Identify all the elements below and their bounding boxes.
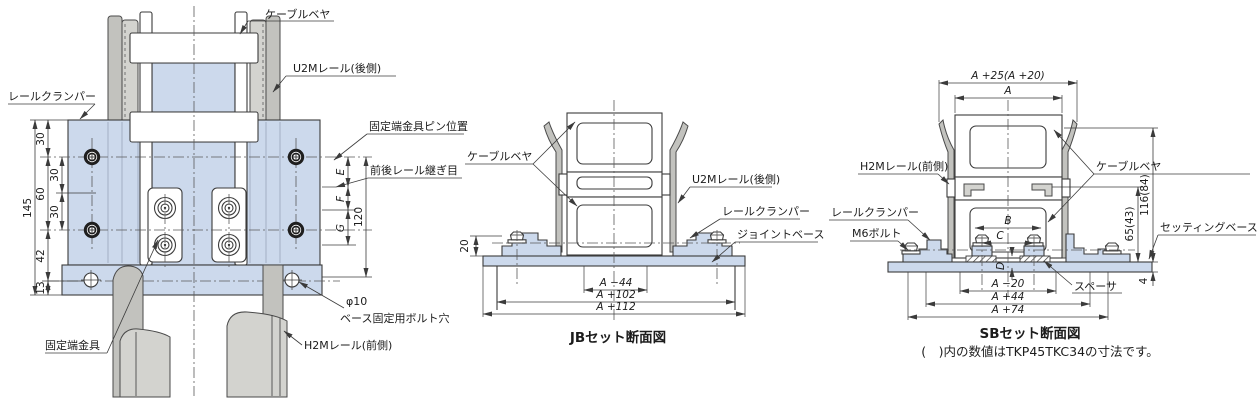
left-dimensions: 145 30 60 42 13 30 30 <box>22 119 96 296</box>
fixed-end-label: 固定端金具 <box>45 338 100 352</box>
dim-a-plus-74: A +74 <box>991 304 1025 316</box>
dim-65-43: 65(43) <box>1124 207 1136 242</box>
right-dimensions: E F G 120 <box>322 156 372 278</box>
sb-h2m-rail-label: H2Mレール(前側) <box>860 159 948 173</box>
rail-joint-label: 前後レール継ぎ目 <box>370 163 458 177</box>
u2m-rail-label: U2Mレール(後側) <box>293 61 381 75</box>
h2m-front-rails <box>112 264 288 398</box>
sb-rail-clampers <box>901 233 1131 263</box>
dim-a-plus-102: A +102 <box>595 289 636 301</box>
hole-dia-label: φ10 <box>346 295 367 308</box>
cable-carrier-label: ケーブルベヤ <box>265 7 330 21</box>
dim-30-sub-a: 30 <box>49 168 61 181</box>
sb-cable-carrier-label: ケーブルベヤ <box>1096 159 1161 173</box>
sb-bottom-dimensions: A −20 A +44 A +74 <box>907 272 1109 320</box>
sb-labels: H2Mレール(前側) ケーブルベヤ レールクランパー M6ボルト スペーサ セッ… <box>829 129 1258 294</box>
jb-section-diagram: 20 A −44 A +102 A +112 ケーブルベヤ U2Mレール(後側)… <box>459 100 824 346</box>
jb-dim-20: 20 <box>459 235 502 257</box>
dim-13: 13 <box>35 281 47 294</box>
sb-h2m-hook-right <box>1031 183 1053 197</box>
pin-position-label: 固定端金具ピン位置 <box>369 119 468 133</box>
sb-inner-dimensions: B C D <box>974 215 1042 280</box>
sb-m6-bolt-label: M6ボルト <box>852 227 902 240</box>
sb-top-dimensions: A +25(A +20) A <box>938 70 1078 122</box>
jb-labels: ケーブルベヤ U2Mレール(後側) レールクランパー ジョイントベース <box>465 121 824 263</box>
base-bolt-hole-label: ベース固定用ボルト穴 <box>340 311 449 325</box>
plan-view-diagram: 145 30 60 42 13 30 30 E F G 120 レールクランパー… <box>8 6 468 398</box>
dim-120: 120 <box>353 207 365 227</box>
dim-a-plus-25: A +25(A +20) <box>970 70 1045 82</box>
sb-setting-base-label: セッティングベース <box>1160 220 1258 234</box>
dim-a-plus-112: A +112 <box>595 301 636 313</box>
sb-note: ( )内の数値はTKP45TKC34の寸法です。 <box>921 344 1159 359</box>
dim-f: F <box>335 195 347 202</box>
h2m-rail-label: H2Mレール(前側) <box>304 338 392 352</box>
jb-u2m-rail-label: U2Mレール(後側) <box>692 172 780 186</box>
jb-cable-carrier-label: ケーブルベヤ <box>467 149 532 163</box>
sb-setting-base-plate <box>887 261 1153 273</box>
dim-a-minus-20: A −20 <box>991 278 1025 290</box>
dim-145: 145 <box>22 198 34 218</box>
sb-h2m-hook-left <box>963 183 985 197</box>
dim-d: D <box>995 262 1007 270</box>
dim-116-84: 116(84) <box>1139 174 1151 216</box>
dim-a-plus-44: A +44 <box>991 291 1025 303</box>
sb-title: SBセット断面図 <box>979 325 1080 342</box>
dim-20: 20 <box>459 239 471 252</box>
dim-e: E <box>335 168 347 175</box>
dim-a: A <box>1003 85 1011 97</box>
plan-view-labels: レールクランパー ケーブルベヤ U2Mレール(後側) 固定端金具ピン位置 前後レ… <box>8 7 468 354</box>
dim-c: C <box>996 230 1004 242</box>
dim-4: 4 <box>1138 277 1150 284</box>
sb-spacer-label: スペーサ <box>1074 280 1117 293</box>
sb-cable-carrier <box>946 114 1071 259</box>
sb-section-diagram: A +25(A +20) A B C D A −20 A +44 A +74 <box>829 70 1258 359</box>
sb-right-dimensions: 116(84) 65(43) 4 <box>1052 127 1158 286</box>
dim-60: 60 <box>35 187 47 200</box>
jb-bottom-dimensions: A −44 A +102 A +112 <box>482 266 746 317</box>
jb-joint-base-label: ジョイントベース <box>737 228 824 241</box>
dim-b: B <box>1004 215 1011 227</box>
jb-title: JBセット断面図 <box>569 329 666 346</box>
dim-a-minus-44: A −44 <box>599 277 633 289</box>
sb-rail-clamper-label: レールクランパー <box>831 206 919 219</box>
rail-clamper-label: レールクランパー <box>8 90 96 103</box>
dim-42: 42 <box>35 249 47 262</box>
dim-g: G <box>335 224 347 232</box>
dim-30-top: 30 <box>35 132 47 145</box>
jb-u2m-rail-arms <box>543 121 689 253</box>
jb-cable-carrier <box>558 112 671 256</box>
jb-rail-clamper-label: レールクランパー <box>722 205 810 218</box>
dim-30-sub-b: 30 <box>49 205 61 218</box>
